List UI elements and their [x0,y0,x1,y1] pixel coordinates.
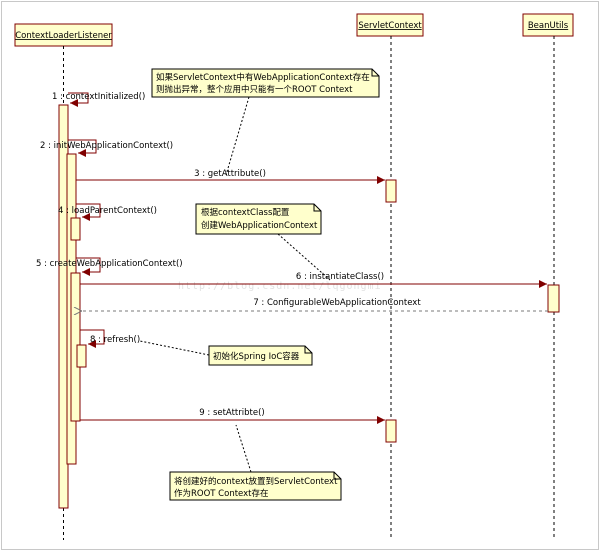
message-label: 2 : initWebApplicationContext() [40,141,173,151]
message-3: 3 : getAttribute() [76,169,385,184]
note-line: 创建WebApplicationContext [201,220,318,231]
message-5: 5 : createWebApplicationContext() [36,257,183,276]
message-label: 8 : refresh() [90,335,140,345]
message-1: 1 : contextInitialized() [52,92,145,107]
message-label: 5 : createWebApplicationContext() [36,259,183,269]
note-create-context: 根据contextClass配置 创建WebApplicationContext [195,203,331,281]
message-9: 9 : setAttribte() [80,408,385,424]
message-label: 6 : instantiateClass() [296,272,384,282]
note-put-root-context: 将创建好的context放置到ServletContext 作为ROOT Con… [169,424,342,501]
activation-bar [385,179,397,203]
lifeline-label: ContextLoaderListener [15,31,112,41]
lifeline-label: ServletContext [358,21,422,31]
note-line: 如果ServletContext中有WebApplicationContext存… [156,72,370,83]
message-label: 9 : setAttribte() [199,408,264,418]
note-line: 初始化Spring IoC容器 [213,351,300,362]
message-label: 3 : getAttribute() [194,169,266,179]
watermark-text: http://blog.csdn.net/lqgongmi [178,281,382,292]
lifeline-servlet-context: ServletContext [356,13,424,540]
note-line: 则抛出异常，整个应用中只能有一个ROOT Context [156,84,353,95]
note-line: 将创建好的context放置到ServletContext [174,476,338,487]
note-line: 根据contextClass配置 [201,207,290,218]
message-4: 4 : loadParentContext() [58,203,157,221]
activation-bar [547,284,560,313]
activation-bar [385,419,397,443]
message-2: 2 : initWebApplicationContext() [40,139,173,157]
message-label: 4 : loadParentContext() [58,206,157,216]
note-init-ioc: 初始化Spring IoC容器 [139,340,313,366]
note-root-context: 如果ServletContext中有WebApplicationContext存… [151,68,380,176]
message-label: 1 : contextInitialized() [52,92,145,102]
activation-bar [70,217,81,241]
note-line: 作为ROOT Context存在 [174,488,268,499]
lifeline-label: BeanUtils [528,21,569,31]
message-6: 6 : instantiateClass() [80,272,547,288]
message-8: 8 : refresh() [80,329,140,348]
message-7: 7 : ConfigurableWebApplicationContext [81,298,548,311]
message-label: 7 : ConfigurableWebApplicationContext [253,298,421,308]
activation-bar [76,344,87,368]
